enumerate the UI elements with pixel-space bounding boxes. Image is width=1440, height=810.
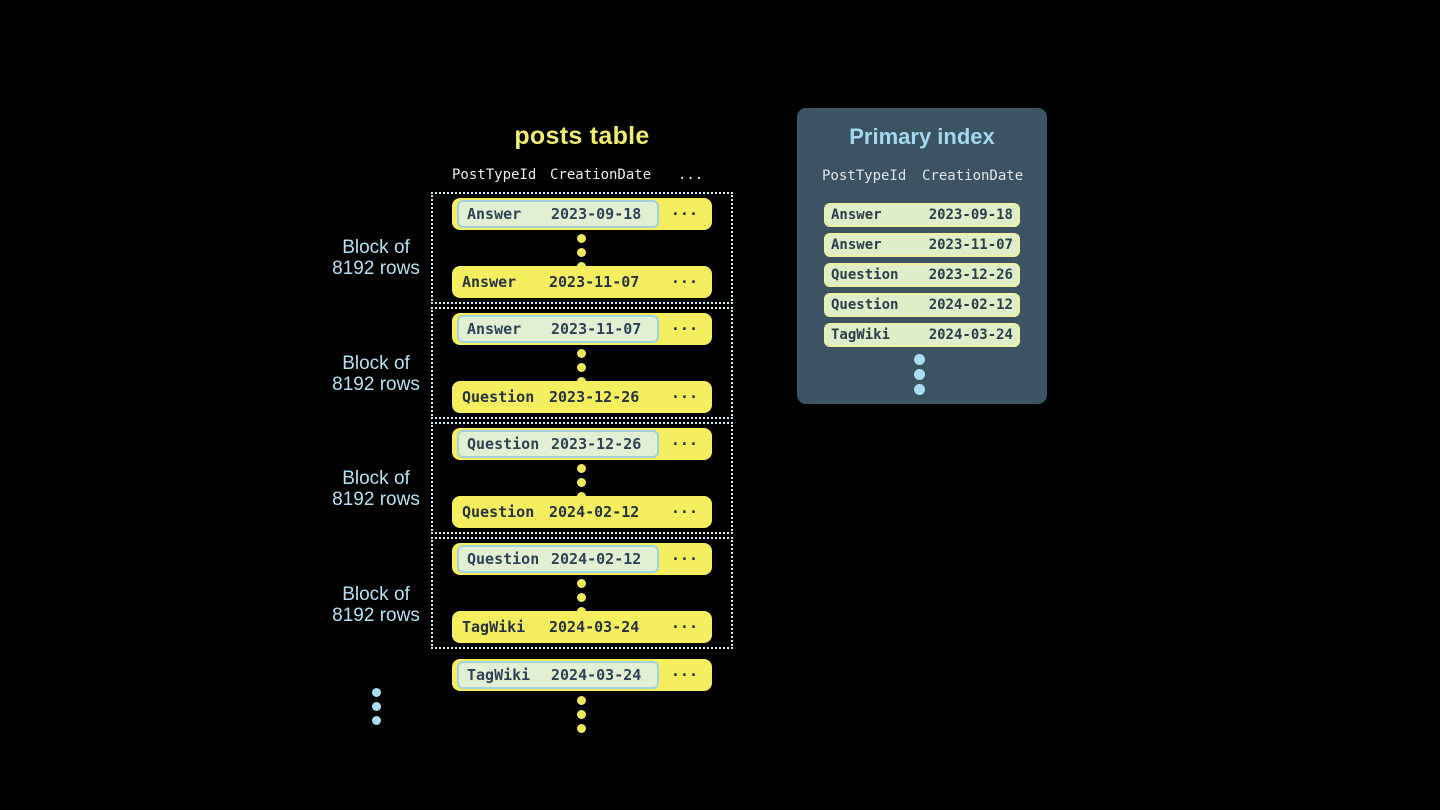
block-label-4: Block of 8192 rows <box>332 584 420 626</box>
indexed-row-highlight: Question 2023-12-26 <box>457 430 659 458</box>
table-row: Question 2023-12-26 ... <box>452 381 712 413</box>
index-column-header-posttypeid: PostTypeId <box>822 168 907 184</box>
block-2: Answer 2023-11-07 ... Question 2023-12-2… <box>431 307 733 419</box>
table-row: TagWiki 2024-03-24 ... <box>452 659 712 691</box>
primary-index-column-headers: PostTypeId CreationDate <box>797 168 1047 186</box>
index-column-header-creationdate: CreationDate <box>922 168 1024 184</box>
index-row: TagWiki 2024-03-24 <box>824 323 1020 347</box>
indexed-row-highlight: Answer 2023-09-18 <box>457 200 659 228</box>
indexed-row-highlight: Answer 2023-11-07 <box>457 315 659 343</box>
table-row: Question 2024-02-12 ... <box>452 496 712 528</box>
posts-table-title: posts table <box>514 122 650 150</box>
indexed-row-highlight: Question 2024-02-12 <box>457 545 659 573</box>
table-row: Answer 2023-11-07 ... <box>452 313 712 345</box>
more-index-entries-dots <box>914 354 925 395</box>
more-rows-dots <box>577 696 586 733</box>
index-row: Question 2024-02-12 <box>824 293 1020 317</box>
column-header-creationdate: CreationDate <box>550 167 652 183</box>
block-label-1: Block of 8192 rows <box>332 237 420 279</box>
column-header-ellipsis: ... <box>678 167 704 183</box>
index-row: Answer 2023-11-07 <box>824 233 1020 257</box>
block-4: Question 2024-02-12 ... TagWiki 2024-03-… <box>431 537 733 649</box>
block-label-2: Block of 8192 rows <box>332 353 420 395</box>
index-row: Answer 2023-09-18 <box>824 203 1020 227</box>
table-row: Answer 2023-11-07 ... <box>452 266 712 298</box>
posts-table-column-headers: PostTypeId CreationDate ... <box>0 167 1440 185</box>
table-row: Answer 2023-09-18 ... <box>452 198 712 230</box>
block-3: Question 2023-12-26 ... Question 2024-02… <box>431 422 733 534</box>
primary-index-title: Primary index <box>849 124 995 149</box>
table-row: Question 2023-12-26 ... <box>452 428 712 460</box>
index-row: Question 2023-12-26 <box>824 263 1020 287</box>
more-blocks-dots <box>372 688 381 725</box>
block-1: Answer 2023-09-18 ... Answer 2023-11-07 … <box>431 192 733 304</box>
block-label-3: Block of 8192 rows <box>332 468 420 510</box>
primary-index-panel: Primary index PostTypeId CreationDate An… <box>797 108 1047 404</box>
table-row: Question 2024-02-12 ... <box>452 543 712 575</box>
indexed-row-highlight: TagWiki 2024-03-24 <box>457 661 659 689</box>
table-row: TagWiki 2024-03-24 ... <box>452 611 712 643</box>
column-header-posttypeid: PostTypeId <box>452 167 537 183</box>
